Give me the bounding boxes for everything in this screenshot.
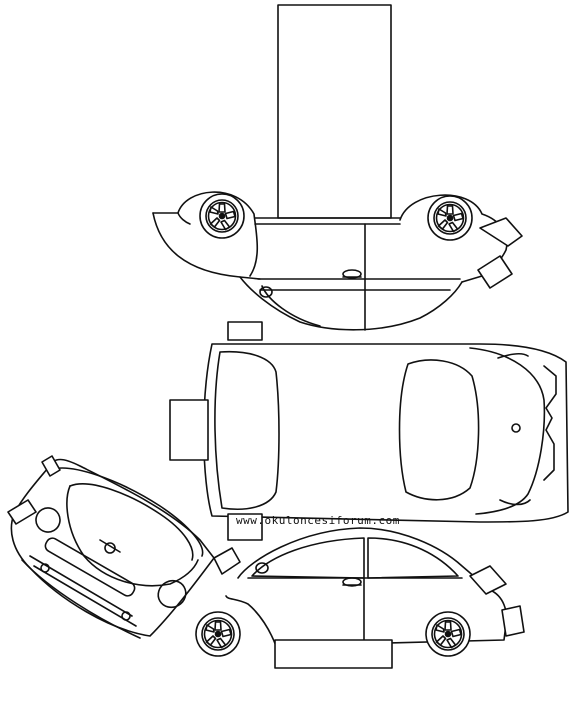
top-view-body — [170, 344, 568, 540]
front-panel — [8, 456, 240, 638]
watermark-url: www.okuloncesiforum.com — [236, 514, 400, 527]
top-tab — [228, 322, 262, 340]
lower-side-panel — [195, 528, 524, 668]
roof-strip-panel — [278, 5, 391, 218]
upper-side-panel — [153, 192, 522, 330]
